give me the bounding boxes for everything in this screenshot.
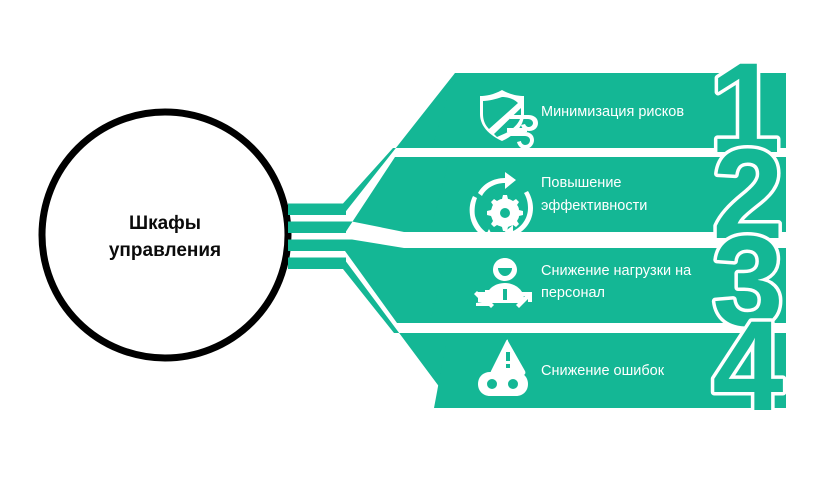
central-node-label-line2: управления: [109, 240, 221, 261]
connector-stubs: [288, 203, 346, 269]
connector-stub-3: [288, 239, 346, 251]
row-numeral-1: 1: [709, 37, 780, 180]
row-4-text: Снижение ошибок: [541, 363, 665, 379]
row-label-2-line1: Повышение: [541, 175, 621, 191]
gear-refresh-icon: [469, 172, 533, 242]
person-reduce-arrows-icon: [474, 258, 532, 308]
central-node-label-line1: Шкафы: [129, 213, 201, 234]
row-label-3-line1: Снижение нагрузки на: [541, 263, 692, 279]
row-numeral-4: 4: [712, 295, 783, 438]
row-label-2-line2: эффективности: [541, 198, 647, 214]
row-1-text: Минимизация рисков: [541, 104, 684, 120]
row-label-3-line2: персонал: [541, 285, 605, 301]
row-numeral-3: 3: [712, 210, 783, 353]
central-node-circle[interactable]: [38, 108, 292, 362]
connector-stub-1: [288, 203, 346, 215]
row-3-text: Снижение нагрузки на персонал: [541, 263, 692, 301]
warning-triangle-link-icon: [478, 339, 528, 396]
connector-stub-2: [288, 221, 346, 233]
connector-stub-4: [288, 257, 346, 269]
row-numeral-2: 2: [712, 123, 783, 266]
shield-block-wind-icon: [480, 90, 538, 149]
connector-ribbon-3: [288, 239, 470, 323]
row-label-4-line1: Снижение ошибок: [541, 363, 665, 379]
row-numerals: 1 2 3 4: [706, 34, 787, 442]
row-label-1-line1: Минимизация рисков: [541, 104, 684, 120]
row-2-text: Повышение эффективности: [541, 175, 647, 214]
connector-ribbon-2: [288, 157, 470, 233]
